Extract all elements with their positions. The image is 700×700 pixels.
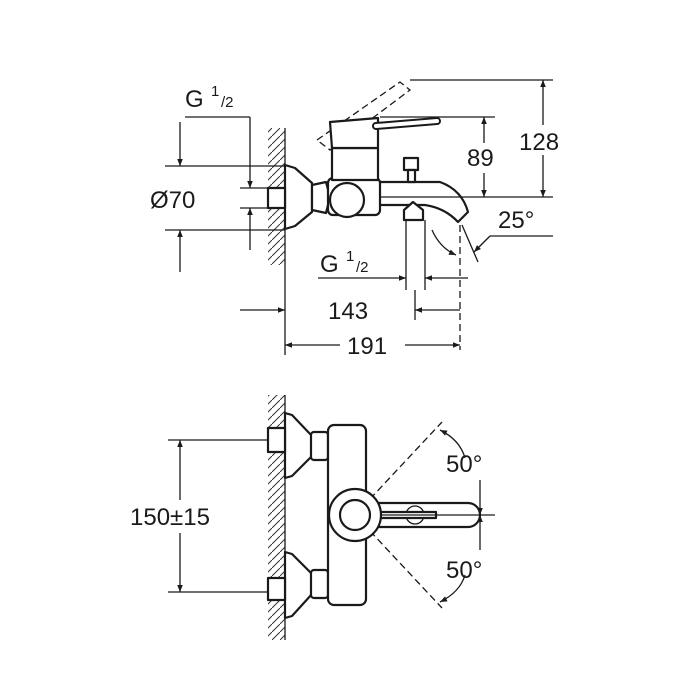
top-view: 150±15 50° 50° [130, 395, 495, 640]
svg-text:1: 1 [211, 83, 219, 100]
flange-upper [283, 411, 314, 480]
inlet-stub [266, 186, 287, 210]
thread-outlet-label: G [320, 251, 339, 278]
inlet-upper [266, 426, 287, 454]
shower-outlet [402, 200, 425, 222]
lever-alt-position [315, 81, 412, 151]
lever-cap [328, 116, 380, 150]
inlet-spacing-label: 150±15 [130, 504, 210, 531]
spout-angle-label: 25° [498, 207, 534, 234]
inlet-lower [266, 576, 287, 602]
body-cap [328, 181, 366, 219]
nut-lower [309, 568, 330, 600]
svg-text:1: 1 [346, 248, 354, 265]
lever-angle-up-label: 50° [446, 451, 482, 478]
height-total-label: 128 [519, 129, 559, 156]
cartridge-housing [330, 146, 380, 182]
flange-lower [283, 550, 314, 620]
lever-angle-down-label: 50° [446, 557, 482, 584]
thread-top-label: G [185, 86, 204, 113]
wall-flange [283, 163, 314, 231]
spout [376, 180, 470, 224]
depth-outlet-label: 143 [328, 298, 368, 325]
diverter-knob [402, 156, 420, 172]
height-lever-label: 89 [467, 145, 494, 172]
svg-text:/2: /2 [221, 94, 234, 111]
depth-total-label: 191 [347, 333, 387, 360]
svg-text:/2: /2 [356, 259, 369, 276]
nut-upper [309, 430, 330, 462]
front-view: G 1 /2 Ø70 128 89 25° G 1 /2 143 191 [150, 79, 559, 360]
diameter-label: Ø70 [150, 187, 195, 214]
